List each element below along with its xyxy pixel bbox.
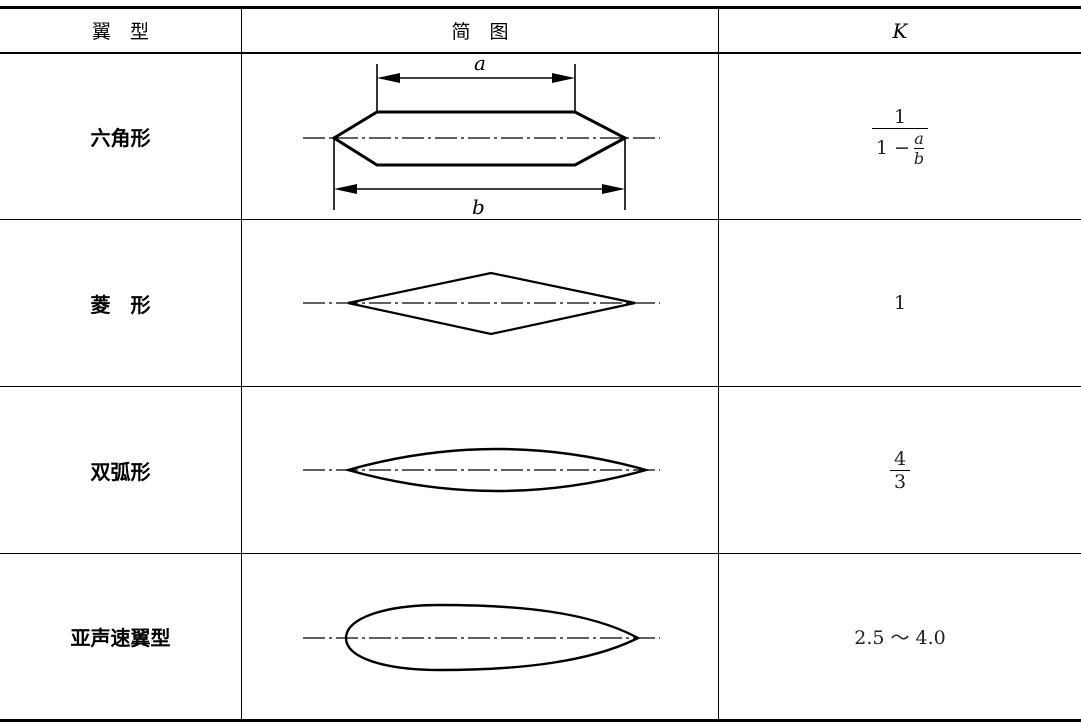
hexagon-airfoil-sketch: a b <box>303 54 660 219</box>
row-name-rhombus: 菱 形 <box>90 292 151 317</box>
header-k: K <box>892 18 908 43</box>
row-name-biconvex: 双弧形 <box>90 459 151 484</box>
header-airfoil-type: 翼 型 <box>91 21 149 43</box>
header-bottom-rule <box>0 52 1081 54</box>
rhombus-airfoil-sketch <box>303 271 660 336</box>
a-over-b-fraction: a b <box>913 128 925 168</box>
row-name-subsonic: 亚声速翼型 <box>70 626 171 650</box>
k-value-biconvex: 4 3 <box>719 387 1081 553</box>
inner-numerator: a <box>914 128 924 148</box>
k-value-subsonic: 2.5 ～ 4.0 <box>854 627 946 649</box>
subsonic-airfoil-sketch <box>303 603 660 672</box>
column-divider <box>718 8 719 721</box>
row-divider <box>0 386 1081 387</box>
k-fraction: 1 1 − a b <box>871 105 929 168</box>
header-sketch: 简 图 <box>451 21 509 43</box>
row-name-hexagon: 六角形 <box>90 126 151 150</box>
table-top-rule <box>0 6 1081 9</box>
row-divider <box>0 553 1081 554</box>
k-denominator: 1 − a b <box>872 129 928 168</box>
table-bottom-rule <box>0 719 1081 722</box>
k-numerator: 1 <box>893 105 907 128</box>
row-divider <box>0 219 1081 220</box>
column-divider <box>241 8 242 721</box>
k-value-hexagon: 1 1 − a b <box>719 54 1081 219</box>
k-numerator: 4 <box>893 447 907 470</box>
k-denominator: 3 <box>893 470 907 493</box>
dim-b-label: b <box>472 195 485 219</box>
k-denominator-prefix: 1 − <box>875 137 910 159</box>
biconvex-airfoil-sketch <box>303 447 660 493</box>
dim-a-label: a <box>474 54 486 75</box>
inner-denominator: b <box>913 148 925 168</box>
k-value-rhombus: 1 <box>893 292 907 314</box>
k-fraction: 4 3 <box>889 447 911 493</box>
